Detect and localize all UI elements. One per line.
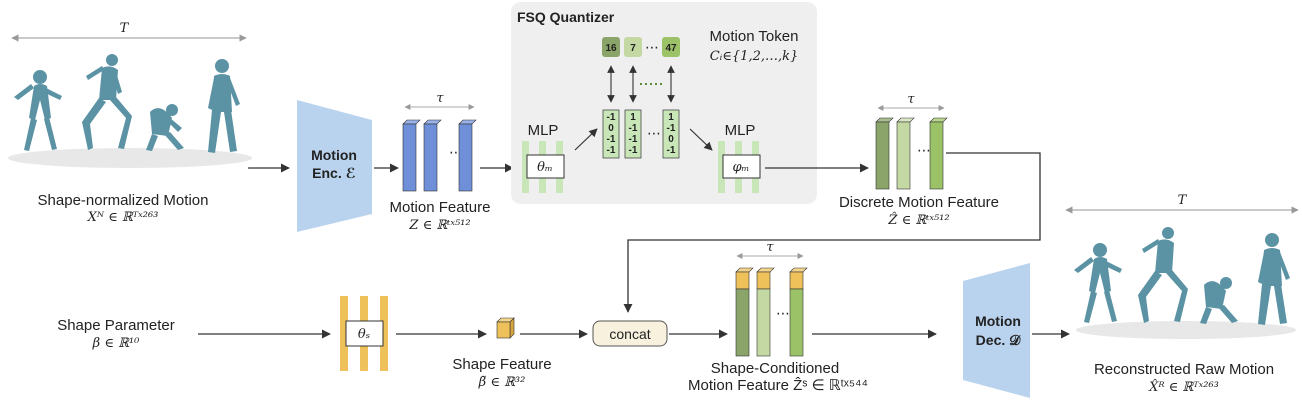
discrete-bar: [896, 117, 915, 190]
discrete-caption: Discrete Motion Feature: [839, 194, 999, 211]
motion-token-formula: Cᵢ∈{1,2,…,k}: [710, 49, 799, 64]
arrow-codes-to-mlp: [689, 128, 713, 151]
motion-encoder: Motion Enc. ℰ: [297, 100, 372, 232]
shape-feature-caption: Shape Feature: [452, 356, 551, 373]
feature-bar: [402, 119, 421, 192]
motion-decoder: Motion Dec. 𝒟: [963, 263, 1030, 398]
right-time-label: T: [1178, 193, 1188, 208]
code-cell: -1: [629, 123, 638, 134]
left-motion-group: T: [8, 21, 252, 225]
feature-bar: [458, 119, 477, 192]
discrete-bar: [875, 117, 894, 190]
shape-mlp-block: θₛ: [340, 296, 388, 371]
human-figure-8: [1258, 233, 1290, 325]
human-figure-3: [146, 104, 184, 151]
code-cell: -1: [629, 145, 638, 156]
discrete-tau: τ: [907, 92, 915, 107]
concat-node: concat: [592, 320, 668, 347]
mlp-out-block: φₘ: [718, 141, 761, 193]
decoder-line1: Motion: [975, 313, 1021, 329]
shape-feature-formula: β̃ ∈ ℝ³²: [478, 375, 526, 390]
human-figure-7: [1200, 277, 1238, 324]
arrow-mlp-to-codes: [574, 128, 598, 151]
code-column: 1 -1 0 -1: [662, 109, 680, 159]
code-cell: -1: [629, 134, 638, 145]
decoder-trapezoid: [963, 263, 1030, 398]
encoder-line2: Enc. ℰ: [312, 165, 356, 181]
motion-token-title: Motion Token: [710, 28, 799, 45]
token-ellipsis: ⋯: [645, 39, 659, 55]
discrete-formula: Ẑ ∈ ℝᵗˣ⁵¹²: [887, 212, 949, 228]
code-cell: -1: [607, 134, 616, 145]
human-figure-5: [1074, 243, 1122, 323]
svg-text:7: 7: [630, 43, 636, 54]
left-motion-caption: Shape-normalized Motion: [38, 192, 209, 209]
motion-token: 7: [624, 37, 642, 57]
arrow-discrete-to-concat: [623, 152, 1041, 313]
motion-feature-formula: Z ∈ ℝᵗˣ⁵¹²: [408, 218, 470, 233]
human-figure-2: [82, 54, 132, 150]
human-figure-6: [1138, 227, 1188, 323]
shape-param-caption: Shape Parameter: [57, 317, 175, 334]
decoder-line2: Dec. 𝒟: [976, 332, 1021, 348]
conditioned-caption1: Shape-Conditioned: [711, 360, 839, 377]
motion-token: 47: [662, 37, 680, 57]
conditioned-ellipsis: ⋯: [776, 305, 790, 321]
shape-feature-cube: [496, 317, 515, 339]
fsq-title: FSQ Quantizer: [517, 9, 615, 25]
code-cell: 1: [630, 112, 636, 123]
discrete-ellipsis: ⋯: [917, 142, 931, 158]
shape-conditioned-feature: τ ⋯ Shape-Conditioned Motion Feature Ẑˢ …: [688, 240, 868, 394]
encoder-trapezoid: [297, 100, 372, 232]
mlp-in-symbol: θₘ: [537, 160, 553, 175]
mlp-in-label: MLP: [528, 122, 559, 139]
code-column: -1 0 -1 -1: [602, 109, 620, 159]
right-motion-caption: Reconstructed Raw Motion: [1094, 361, 1274, 378]
code-cell: 0: [668, 134, 674, 145]
code-cell: 0: [608, 123, 614, 134]
floor-shadow: [1076, 321, 1296, 339]
conditioned-bar: [735, 267, 754, 357]
mlp-out-symbol: φₘ: [732, 160, 749, 175]
discrete-motion-feature: τ ⋯ Discrete Motion Feature Ẑ ∈ ℝᵗˣ⁵¹²: [839, 92, 999, 228]
motion-feature-caption: Motion Feature: [390, 199, 491, 216]
motion-token: 16: [602, 37, 620, 57]
conditioned-bar: [789, 267, 808, 357]
svg-text:47: 47: [665, 43, 677, 54]
mlp-in-block: θₘ: [522, 141, 565, 193]
feature-bar: [423, 119, 442, 192]
motion-feature: τ ⋯ Motion Feature Z ∈ ℝᵗˣ⁵¹²: [390, 91, 491, 233]
mlp-out-label: MLP: [725, 122, 756, 139]
human-figure-4: [208, 59, 240, 153]
concat-label: concat: [609, 326, 650, 342]
motion-feature-tau: τ: [436, 91, 444, 106]
floor-shadow: [8, 148, 252, 168]
code-cell: 1: [668, 112, 674, 123]
right-motion-group: T Re: [1065, 193, 1299, 395]
conditioned-tau: τ: [766, 240, 774, 255]
shape-mlp-symbol: θₛ: [358, 327, 370, 342]
code-cell: -1: [607, 112, 616, 123]
human-figure-1: [14, 70, 62, 151]
code-ellipsis: ⋯: [647, 125, 661, 141]
fsq-quantizer: FSQ Quantizer MLP θₘ -1 0 -1 -1 1 -1 -1 …: [511, 2, 817, 204]
code-column: 1 -1 -1 -1: [624, 109, 642, 159]
shape-param-formula: β ∈ ℝ¹⁰: [92, 336, 140, 351]
discrete-bar: [929, 117, 948, 190]
left-motion-formula: Xᴺ ∈ ℝᵀˣ²⁶³: [87, 210, 159, 225]
code-cell: -1: [667, 145, 676, 156]
code-cell: -1: [667, 123, 676, 134]
code-cell: -1: [607, 145, 616, 156]
right-motion-formula: X̂ᴿ ∈ ℝᵀˣ²⁶³: [1148, 379, 1219, 395]
left-time-label: T: [120, 21, 130, 36]
encoder-line1: Motion: [311, 147, 357, 163]
svg-text:16: 16: [605, 43, 617, 54]
conditioned-caption2: Motion Feature Ẑˢ ∈ ℝᵗˣ⁵⁴⁴: [688, 377, 868, 394]
conditioned-bar: [756, 267, 775, 357]
